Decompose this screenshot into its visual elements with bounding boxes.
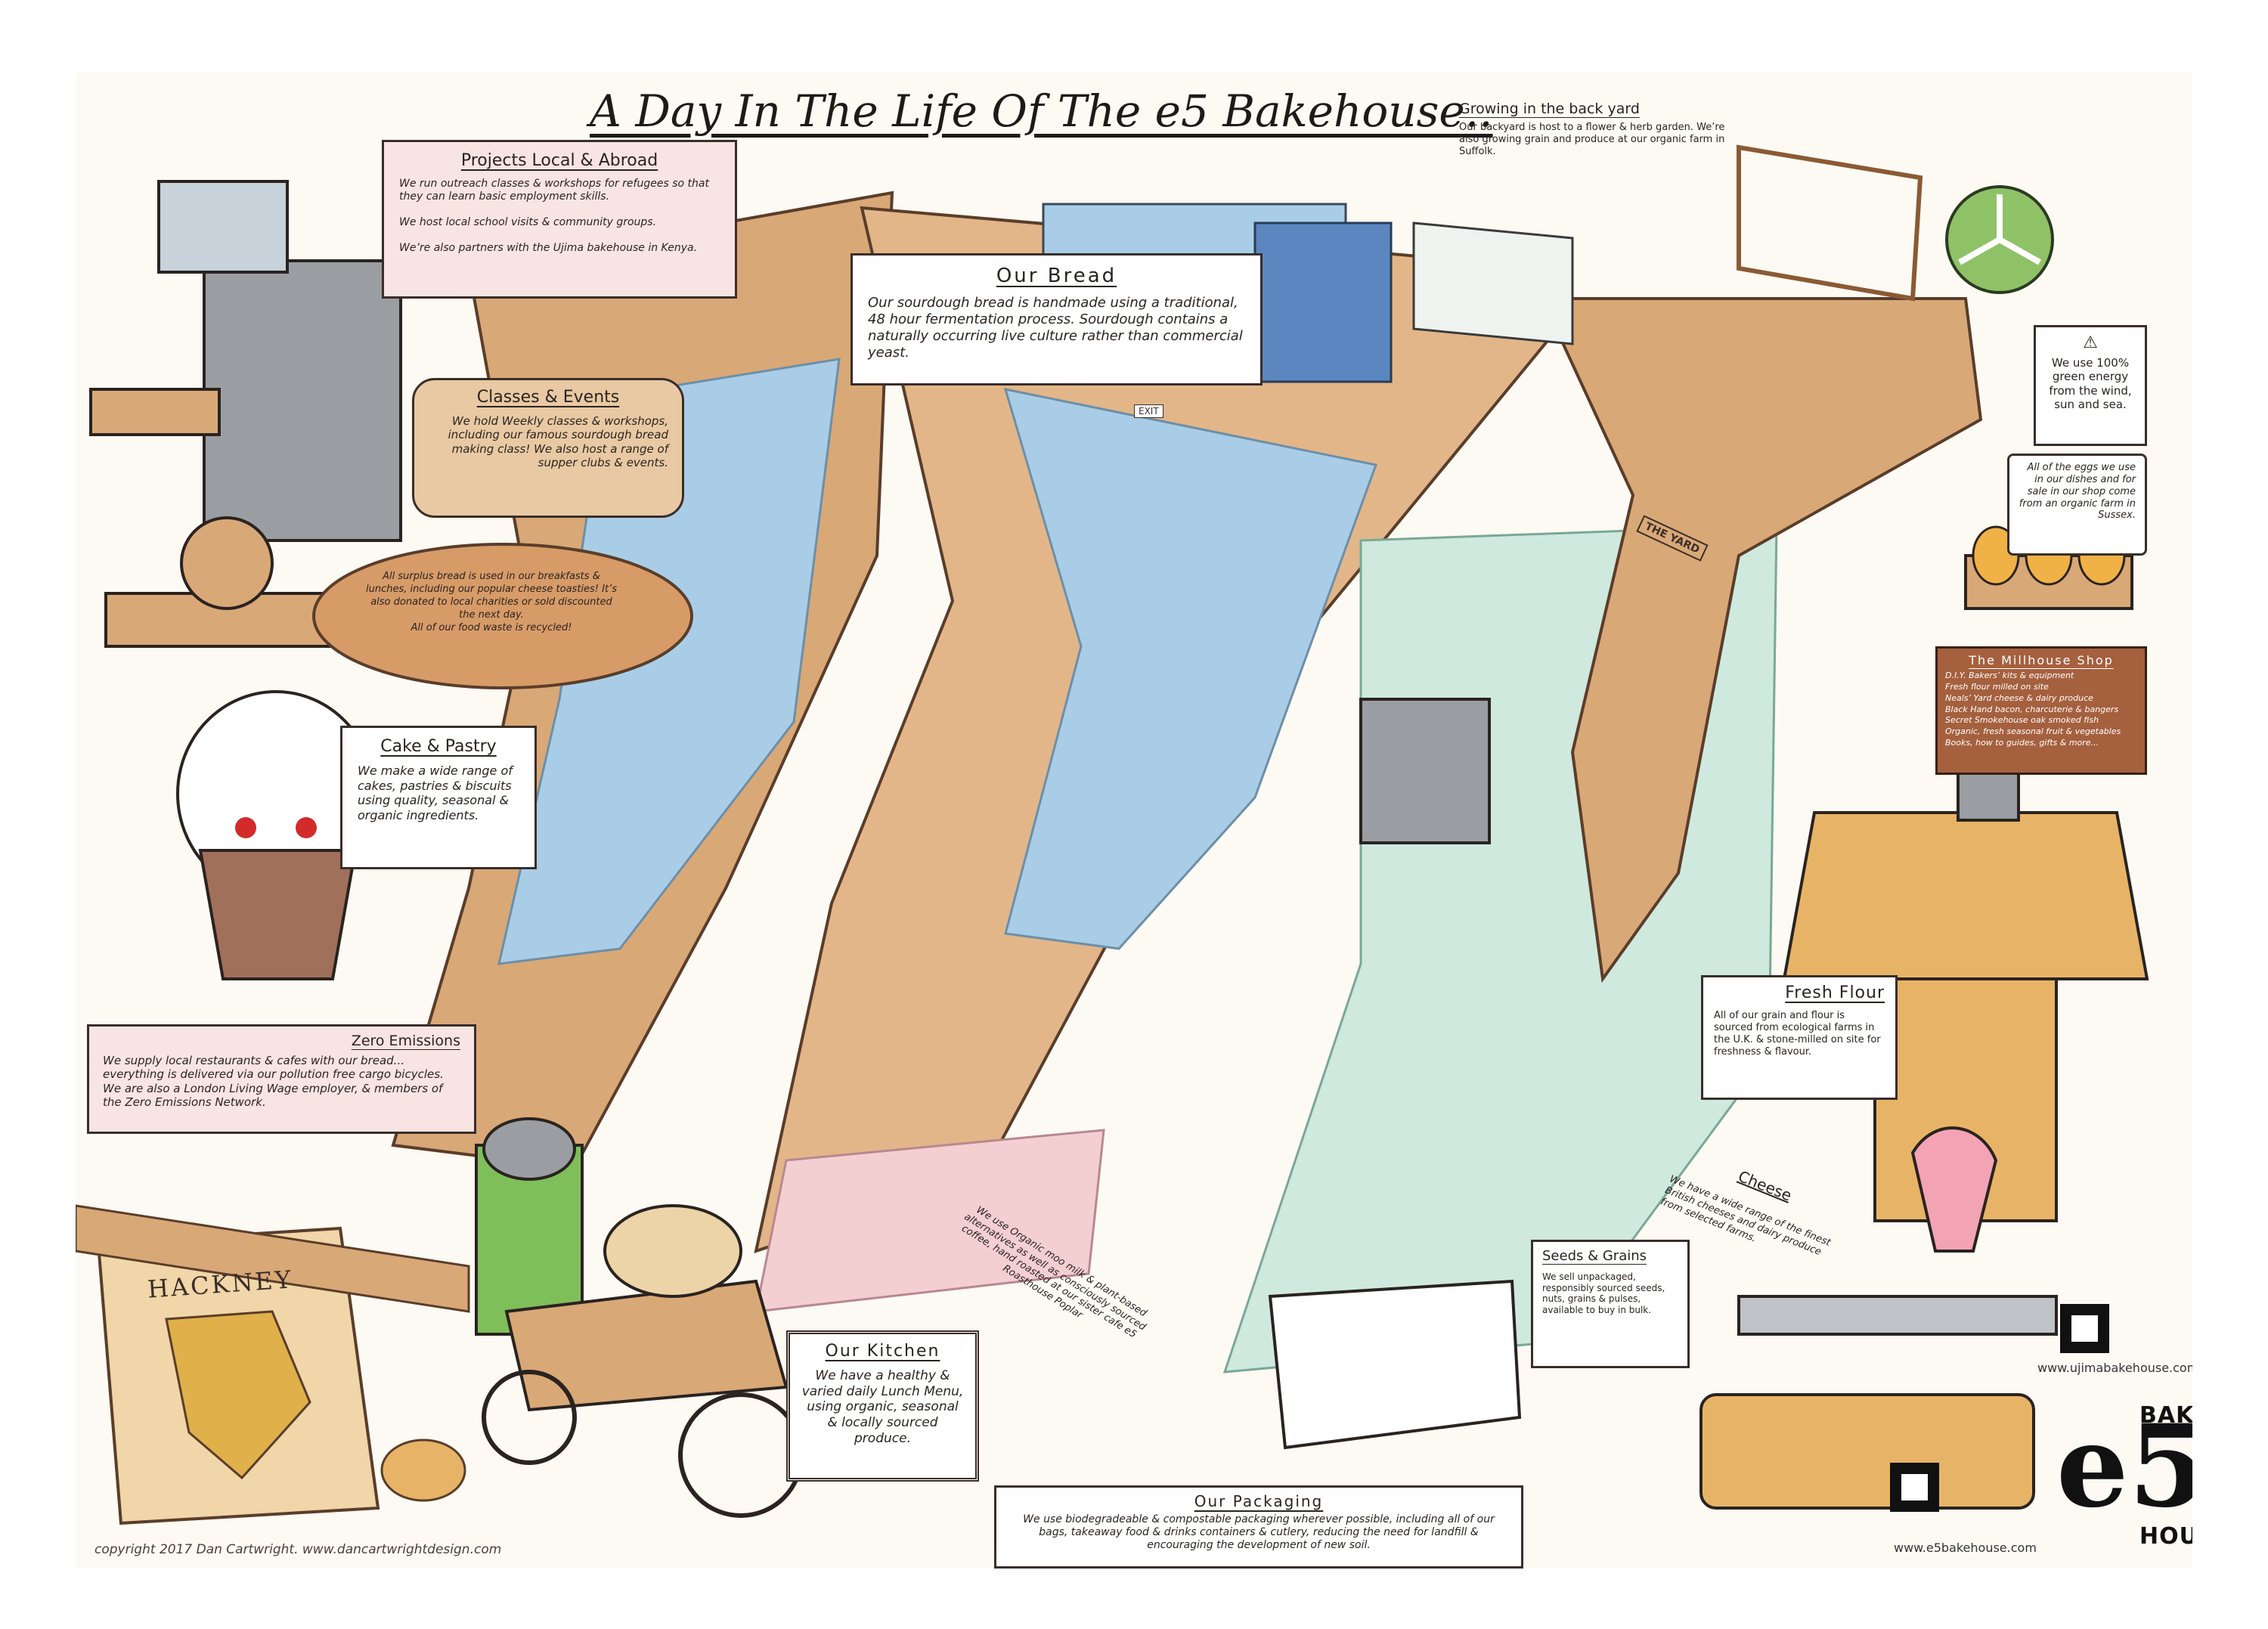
flour-heading: Fresh Flour [1785, 983, 1885, 1002]
e5-bakehouse-logo: e5 BAKE HOUSE [2056, 1402, 2192, 1553]
right-wall [1539, 297, 1983, 983]
seeds-panel: Seeds & Grains We sell unpackaged, respo… [1531, 1240, 1690, 1368]
oven-icon [1359, 698, 1491, 844]
shop-item: Books, how to guides, gifts & more... [1945, 738, 2099, 748]
bread-body: Our sourdough bread is handmade using a … [868, 295, 1243, 361]
shop-item: D.I.Y. Bakers’ kits & equipment [1945, 670, 2074, 680]
copyright: copyright 2017 Dan Cartwright. www.danca… [94, 1542, 502, 1557]
shop-item: Neals’ Yard cheese & dairy produce [1945, 692, 2093, 703]
surplus-body: All surplus bread is used in our breakfa… [365, 571, 617, 633]
coffee-machine-robot-icon [89, 180, 402, 648]
logo-bake: BAKE [2139, 1402, 2192, 1429]
cake-panel: Cake & Pastry We make a wide range of ca… [340, 726, 537, 869]
classes-panel: Classes & Events We hold Weekly classes … [412, 378, 684, 518]
dog-icon [603, 1204, 742, 1298]
flour-body: All of our grain and flour is sourced fr… [1714, 1010, 1881, 1058]
seeds-body: We sell unpackaged, responsibly sourced … [1542, 1271, 1665, 1315]
left-floor [497, 358, 841, 965]
shop-item: Secret Smokehouse oak smoked fish [1945, 715, 2099, 726]
zero-emissions-panel: Zero Emissions We supply local restauran… [87, 1024, 476, 1134]
shop-list: D.I.Y. Bakers’ kits & equipment Fresh fl… [1945, 670, 2137, 749]
projects-heading: Projects Local & Abroad [460, 151, 658, 170]
shop-item: Fresh flour milled on site [1945, 681, 2049, 692]
eggs-panel: All of the eggs we use in our dishes and… [2007, 454, 2147, 556]
bread-heading: Our Bread [996, 265, 1117, 287]
warning-icon: ⚠ [2083, 333, 2098, 352]
shop-heading: The Millhouse Shop [1969, 653, 2114, 667]
projects-panel: Projects Local & Abroad We run outreach … [382, 140, 737, 299]
zero-body: We supply local restaurants & cafes with… [103, 1054, 444, 1109]
egg-box-icon [1964, 525, 2133, 610]
bread-loaf-icon [312, 543, 693, 689]
cafe-floor [754, 1129, 1105, 1313]
seeds-heading: Seeds & Grains [1542, 1248, 1647, 1264]
croissant-icon [380, 1439, 466, 1502]
ujima-url: www.ujimabakehouse.com [2037, 1361, 2192, 1375]
growing-body: Our backyard is host to a flower & herb … [1459, 122, 1725, 157]
poster-title: A Day In The Life Of The e5 Bakehouse.. [590, 85, 1493, 137]
millhouse-shop-panel: The Millhouse Shop D.I.Y. Bakers’ kits &… [1935, 646, 2147, 775]
classes-body: We hold Weekly classes & workshops, incl… [448, 414, 668, 469]
cargo-bike-rider-icon [475, 1117, 804, 1518]
classes-heading: Classes & Events [476, 388, 620, 407]
e5-url: www.e5bakehouse.com [1894, 1541, 2037, 1555]
packaging-heading: Our Packaging [1194, 1492, 1324, 1510]
poster: A Day In The Life Of The e5 Bakehouse.. … [76, 72, 2192, 1569]
fresh-flour-panel: Fresh Flour All of our grain and flour i… [1701, 975, 1898, 1100]
wooden-plank [76, 1204, 470, 1313]
eggs-body: All of the eggs we use in our dishes and… [2019, 462, 2136, 522]
flour-mill-icon [1699, 751, 2149, 1510]
zero-heading: Zero Emissions [351, 1033, 460, 1049]
cake-body: We make a wide range of cakes, pastries … [358, 763, 513, 822]
kitchen-body: We have a healthy & varied daily Lunch M… [801, 1368, 964, 1446]
bread-panel: Our Bread Our sourdough bread is handmad… [850, 253, 1263, 386]
projects-body: We run outreach classes & workshops for … [399, 178, 709, 255]
bakehouse-illustration [76, 144, 2149, 1525]
growing-panel: Growing in the back yard Our backyard is… [1452, 94, 1739, 185]
shop-item: Organic, fresh seasonal fruit & vegetabl… [1945, 726, 2121, 737]
energy-panel: ⚠ We use 100% green energy from the wind… [2034, 325, 2147, 446]
kitchen-heading: Our Kitchen [825, 1342, 940, 1361]
logo-house: HOUSE [2139, 1523, 2192, 1550]
container-blue [1253, 221, 1393, 383]
growing-heading: Growing in the back yard [1459, 101, 1640, 117]
energy-body: We use 100% green energy from the wind, … [2049, 356, 2132, 411]
logo-mark: e5 [2056, 1400, 2192, 1533]
surplus-bread-text: All surplus bread is used in our breakfa… [363, 571, 620, 634]
kitchen-panel: Our Kitchen We have a healthy & varied d… [786, 1330, 979, 1482]
greenhouse [1412, 221, 1574, 345]
shop-item: Black Hand bacon, charcuterie & bangers [1945, 704, 2119, 714]
pergola [1737, 144, 1923, 302]
packaging-body: We use biodegradeable & compostable pack… [1023, 1513, 1495, 1552]
exit-sign: EXIT [1134, 404, 1163, 418]
toastie-tray-icon [1268, 1279, 1522, 1450]
packaging-panel: Our Packaging We use biodegradeable & co… [994, 1485, 1523, 1569]
cake-heading: Cake & Pastry [380, 737, 497, 756]
center-floor [1003, 388, 1378, 950]
